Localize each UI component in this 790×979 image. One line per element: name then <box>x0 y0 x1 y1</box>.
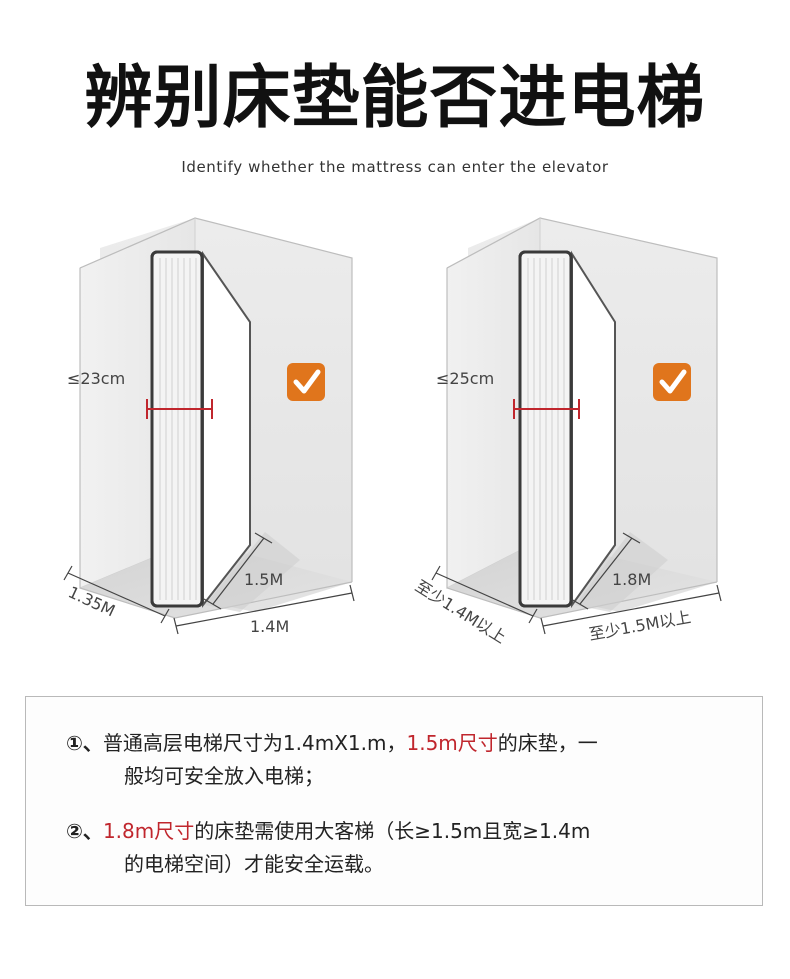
check-icon <box>287 363 325 401</box>
note-text-continued: 般均可安全放入电梯； <box>124 764 324 788</box>
elevator-panel-1: ≤23cm 1.5M 1.35M 1.4M <box>63 217 355 636</box>
note-text: 的床垫需使用大客梯（长≥1.5m且宽≥1.4m <box>194 819 591 843</box>
thickness-indicator <box>513 399 580 419</box>
thickness-label: ≤23cm <box>67 369 125 388</box>
note-highlight: 1.8m尺寸 <box>102 819 195 843</box>
width-label: 1.4M <box>250 617 289 636</box>
elevator-panel-2: ≤25cm 1.8M 至少1.4M以上 至少1.5M以上 <box>412 217 722 647</box>
page-title: 辨别床垫能否进电梯 <box>84 59 706 138</box>
page-subtitle: Identify whether the mattress can enter … <box>181 158 609 176</box>
check-icon <box>653 363 691 401</box>
note-text-continued: 的电梯空间）才能安全运载。 <box>124 852 384 876</box>
note-text: 普通高层电梯尺寸为1.4mX1.m， <box>102 731 407 755</box>
thickness-label: ≤25cm <box>436 369 494 388</box>
note-marker: ①、 <box>66 731 103 755</box>
mattress-length-label: 1.8M <box>612 570 651 589</box>
mattress-length-label: 1.5M <box>244 570 283 589</box>
width-label: 至少1.5M以上 <box>587 607 692 644</box>
thickness-indicator <box>146 399 213 419</box>
note-highlight: 1.5m尺寸 <box>406 731 498 755</box>
note-marker: ②、 <box>66 819 103 843</box>
note-text: 的床垫，一 <box>497 731 598 755</box>
info-box: ①、普通高层电梯尺寸为1.4mX1.m，1.5m尺寸的床垫，一 般均可安全放入电… <box>25 696 763 906</box>
note-1: ①、普通高层电梯尺寸为1.4mX1.m，1.5m尺寸的床垫，一 般均可安全放入电… <box>66 727 746 793</box>
note-2: ②、1.8m尺寸的床垫需使用大客梯（长≥1.5m且宽≥1.4m 的电梯空间）才能… <box>66 815 746 881</box>
